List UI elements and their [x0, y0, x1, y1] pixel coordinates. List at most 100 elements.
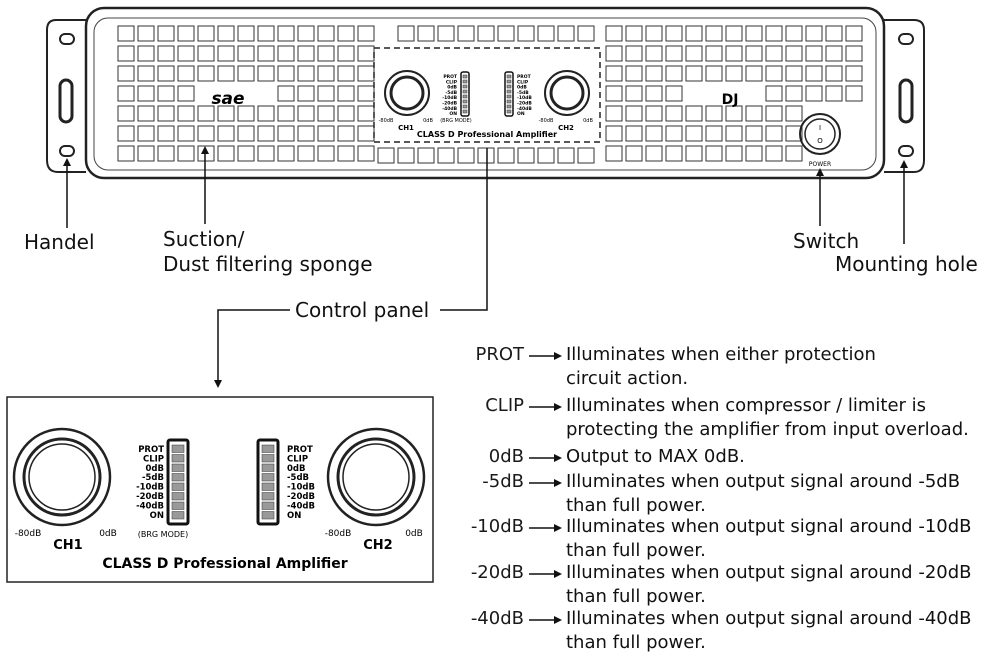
led-segment — [171, 511, 185, 520]
vent-slot — [417, 25, 435, 42]
led-label: ON — [517, 111, 525, 117]
vent-slot — [257, 65, 275, 82]
chassis-front — [84, 6, 886, 180]
chassis-inner-frame — [93, 17, 877, 171]
vent-slot — [645, 105, 663, 122]
vent-slot — [257, 25, 275, 42]
led-label: PROT — [287, 445, 313, 455]
vent-slot — [137, 25, 155, 42]
vent-slot — [277, 145, 295, 162]
vent-slot — [277, 25, 295, 42]
vent-slot — [297, 45, 315, 62]
vent-slot — [517, 147, 535, 164]
vent-slot — [685, 45, 703, 62]
led-segment — [261, 482, 275, 491]
front-ch2-max-db: 0dB — [583, 118, 593, 124]
vent-slot — [605, 105, 623, 122]
vent-slot — [457, 147, 475, 164]
led-segment — [171, 473, 185, 482]
vent-slot — [317, 85, 335, 102]
vent-slot — [277, 85, 295, 102]
vent-slot — [117, 85, 135, 102]
vent-slot — [457, 25, 475, 42]
front-led-meter-ch1 — [460, 71, 470, 117]
vent-slot — [577, 25, 595, 42]
vent-slot — [177, 45, 195, 62]
vent-slot — [705, 145, 723, 162]
vent-slot — [765, 145, 783, 162]
led-segment — [506, 109, 512, 114]
vent-slot — [605, 85, 623, 102]
detail-knob-ch1[interactable] — [12, 427, 112, 527]
led-segment — [506, 84, 512, 89]
vent-slot — [397, 147, 415, 164]
led-label: -10dB — [517, 95, 532, 101]
vent-slot — [177, 105, 195, 122]
vent-slot — [785, 105, 803, 122]
vent-slot — [745, 145, 763, 162]
vent-slot — [725, 105, 743, 122]
vent-slot — [705, 45, 723, 62]
detail-brg-mode: (BRG MODE) — [138, 530, 188, 539]
led-label: -40dB — [287, 501, 315, 511]
vent-slot — [357, 145, 375, 162]
front-knob-ch1[interactable] — [384, 70, 430, 116]
vent-slot — [157, 145, 175, 162]
led-meter-frame — [504, 71, 514, 117]
led-label: -10dB — [287, 483, 315, 493]
vent-slot — [645, 45, 663, 62]
vent-slot — [237, 105, 255, 122]
vent-slot — [645, 125, 663, 142]
vent-slot — [625, 65, 643, 82]
vent-slot — [825, 65, 843, 82]
front-brg-mode: (BRG MODE) — [440, 118, 472, 124]
legend-description: Illuminates when either protection — [566, 344, 876, 365]
led-meter-frame — [460, 71, 470, 117]
power-switch[interactable] — [799, 113, 841, 155]
led-label: ON — [449, 111, 457, 117]
led-label: -5dB — [142, 473, 164, 483]
vent-slot — [785, 45, 803, 62]
vent-slot — [477, 147, 495, 164]
vent-slot — [157, 25, 175, 42]
legend-description: Illuminates when output signal around -1… — [566, 516, 972, 537]
right-rack-ear — [884, 19, 925, 173]
legend-key: 0dB — [488, 446, 524, 467]
led-label: CLIP — [143, 454, 164, 464]
vent-slot — [685, 145, 703, 162]
mounting-hole-left — [59, 145, 75, 157]
vent-slot — [825, 25, 843, 42]
vent-slot — [157, 105, 175, 122]
led-segment — [261, 454, 275, 463]
vent-slot — [137, 45, 155, 62]
switch-off-symbol: O — [817, 137, 823, 145]
front-ch1-max-db: 0dB — [423, 118, 433, 124]
vent-slot — [665, 45, 683, 62]
vent-slot — [137, 85, 155, 102]
vent-slot — [805, 65, 823, 82]
vent-slot — [397, 25, 415, 42]
detail-knob-ch2[interactable] — [326, 427, 426, 527]
front-title: CLASS D Professional Amplifier — [417, 130, 557, 139]
vent-slot — [517, 25, 535, 42]
led-label: -5dB — [445, 90, 457, 96]
legend-description: Illuminates when output signal around -5… — [566, 471, 961, 492]
led-label: CLIP — [446, 79, 458, 85]
led-segment — [506, 99, 512, 104]
vent-slot — [705, 25, 723, 42]
front-knob-ch2[interactable] — [544, 70, 590, 116]
ear-hole-top-left — [59, 33, 75, 45]
vent-slot — [317, 125, 335, 142]
control-panel-line-left — [214, 309, 290, 388]
led-segment — [506, 74, 512, 79]
vent-slot — [745, 105, 763, 122]
vent-slot — [297, 85, 315, 102]
vent-slot — [605, 145, 623, 162]
vent-slot — [217, 125, 235, 142]
vent-slot — [557, 25, 575, 42]
detail-led-meter-ch2 — [256, 438, 280, 526]
vent-slot — [785, 125, 803, 142]
